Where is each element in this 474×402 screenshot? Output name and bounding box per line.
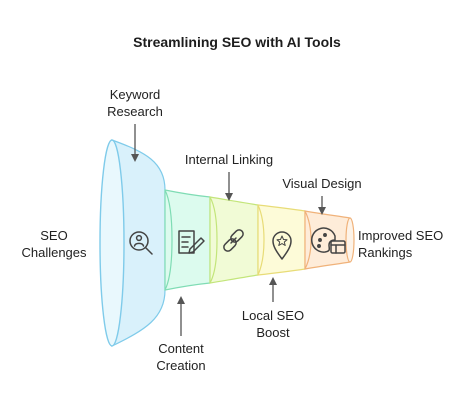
palette-layout-icon bbox=[310, 227, 346, 254]
document-edit-icon bbox=[178, 230, 205, 254]
funnel-stage-local-seo bbox=[257, 204, 306, 276]
diagram-title: Streamlining SEO with AI Tools bbox=[133, 34, 341, 50]
arrow-keyword-research bbox=[131, 124, 139, 162]
label-internal-linking: Internal Linking bbox=[184, 152, 274, 167]
arrow-local-seo bbox=[269, 277, 277, 302]
funnel-mouth bbox=[99, 139, 125, 347]
chain-link-icon bbox=[223, 229, 244, 252]
label-visual-design: Visual Design bbox=[282, 176, 362, 191]
arrow-internal-linking bbox=[225, 172, 233, 201]
arrow-visual-design bbox=[318, 196, 326, 215]
funnel-spout bbox=[345, 217, 355, 263]
arrow-content-creation bbox=[177, 296, 185, 336]
search-people-icon bbox=[129, 231, 153, 255]
map-pin-star-icon bbox=[272, 231, 292, 260]
